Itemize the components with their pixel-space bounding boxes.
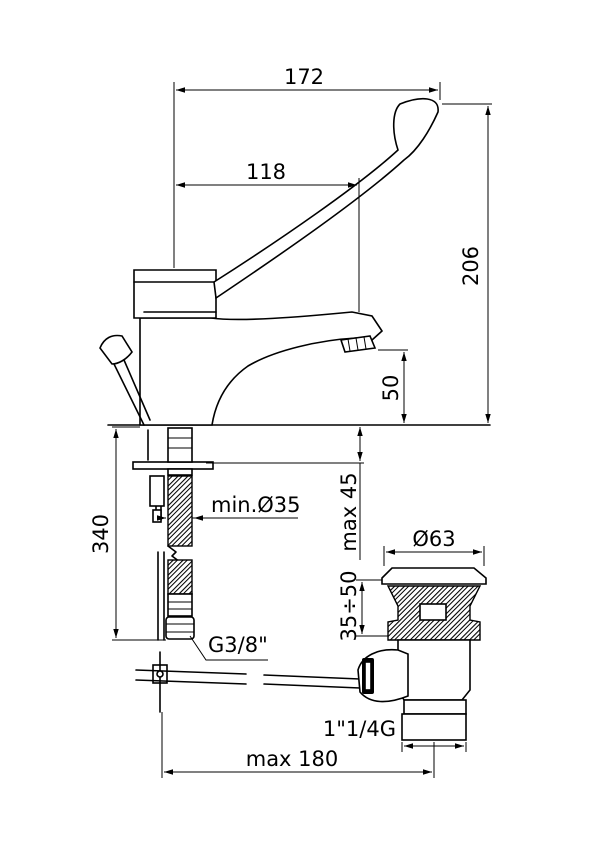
waste-thread	[401, 713, 467, 741]
fixing-rod-nut	[149, 475, 165, 507]
faucet-spout	[139, 311, 384, 426]
faucet-body	[99, 97, 491, 426]
hose-nut	[165, 616, 195, 640]
waste-plug	[381, 567, 487, 585]
label-waste-diameter: Ø63	[412, 527, 455, 551]
overflow-slot	[419, 603, 447, 621]
braided-hose-upper	[167, 475, 193, 547]
dimension-lines	[112, 82, 492, 778]
label-spout-reach: 118	[246, 160, 286, 184]
lever-handle	[213, 97, 439, 300]
label-supply-length: 340	[89, 514, 113, 554]
label-hole-diameter: min.Ø35	[211, 493, 301, 517]
label-waste-thread: 1"1/4G	[323, 717, 396, 741]
lower-fitting	[167, 593, 193, 617]
label-deck-thickness: max 45	[337, 472, 361, 551]
popup-knob	[99, 334, 133, 365]
label-supply-thread: G3/8"	[208, 633, 268, 657]
label-waste-height: 35÷50	[337, 570, 361, 641]
braided-hose-lower	[167, 559, 193, 595]
fixing-plate	[132, 461, 214, 470]
label-total-height: 206	[459, 246, 483, 286]
dimension-labels: 172 118 206 50 340 min.Ø35 max 45 G3/8" …	[89, 65, 483, 771]
label-total-length: 172	[284, 65, 324, 89]
label-rod-reach: max 180	[246, 747, 339, 771]
supply-assembly	[132, 427, 361, 713]
waste-assembly	[357, 567, 487, 741]
waste-thread-top	[403, 699, 467, 715]
cartridge-cap	[133, 269, 217, 319]
label-spout-height: 50	[379, 375, 403, 402]
upper-fitting	[167, 427, 193, 463]
